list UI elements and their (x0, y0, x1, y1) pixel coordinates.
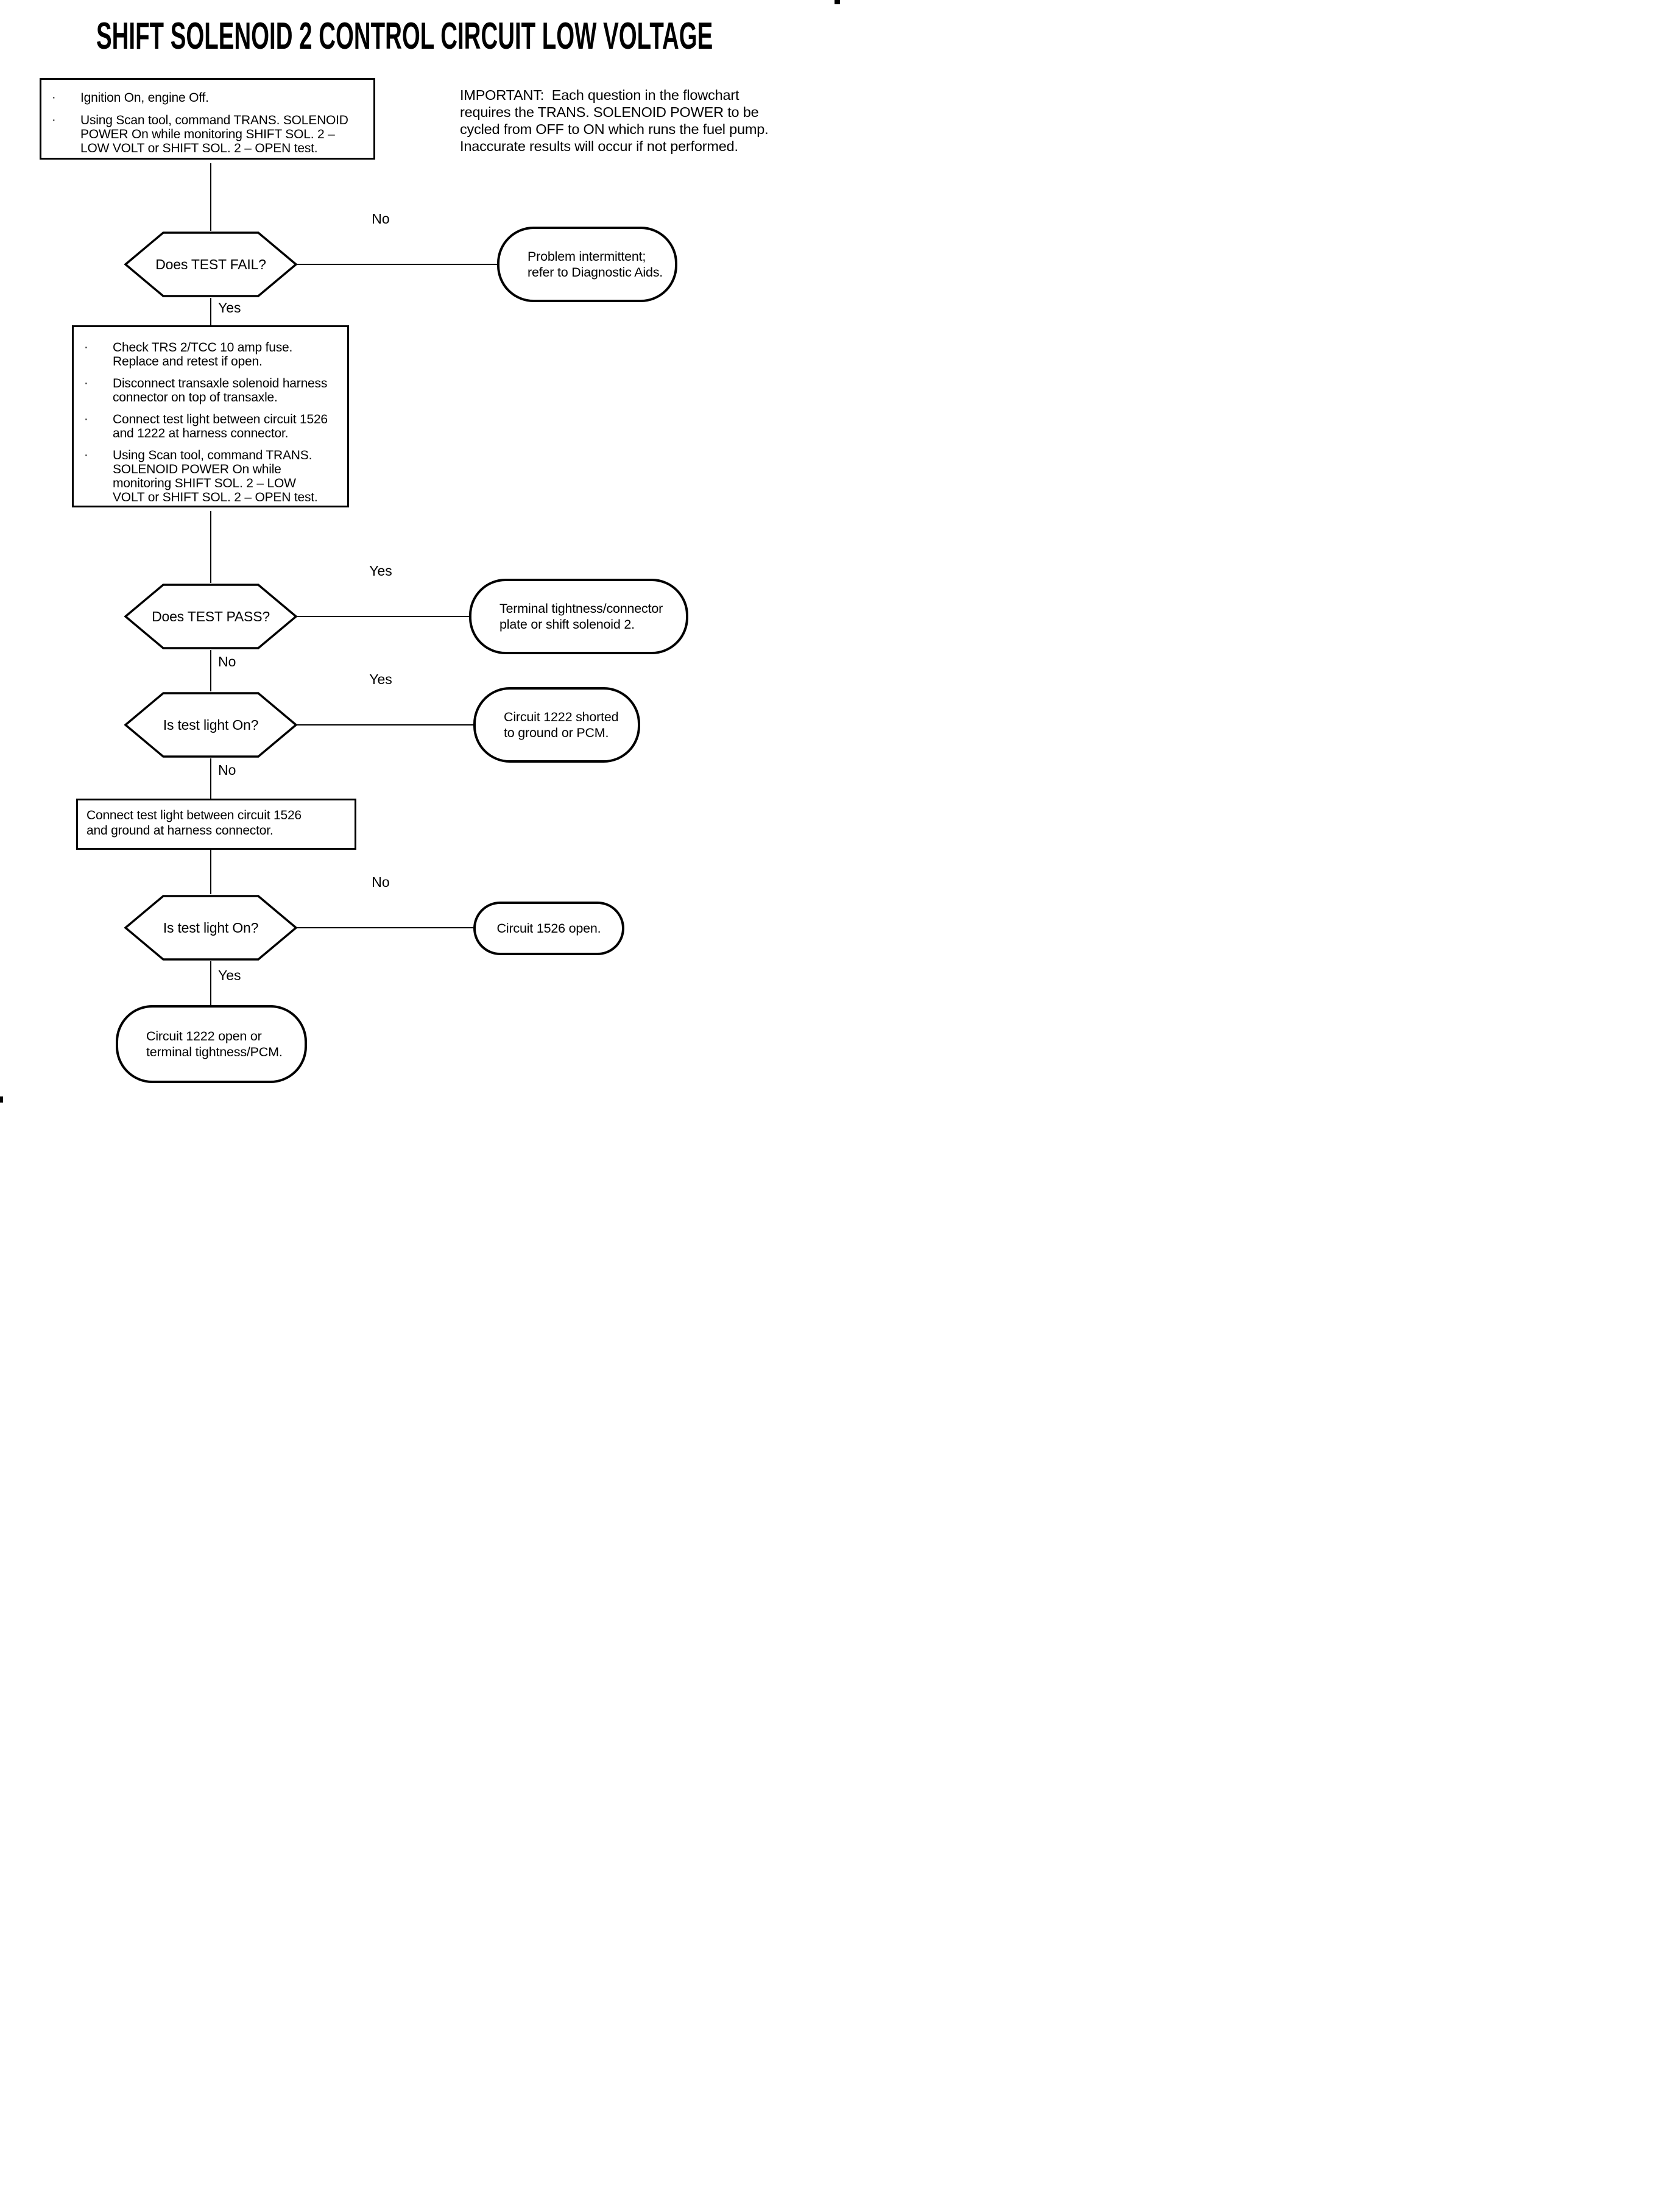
instruction-text: Using Scan tool, command TRANS. SOLENOID… (80, 113, 348, 155)
connector-test-pass-to-test-light-1 (210, 650, 211, 691)
bullet-icon: · (84, 341, 88, 354)
connector-test-fail-no (297, 264, 497, 265)
instruction-text: Disconnect transaxle solenoid harness co… (113, 376, 328, 404)
connector-test-pass-yes (297, 616, 469, 617)
action-steps-box: · Check TRS 2/TCC 10 amp fuse. Replace a… (72, 325, 349, 507)
decision-test-fail: Does TEST FAIL? (124, 231, 297, 298)
terminal-terminal-tightness: Terminal tightness/connector plate or sh… (469, 579, 688, 654)
instruction-text: Using Scan tool, command TRANS. SOLENOID… (113, 448, 318, 504)
edge-label-test-pass-no: No (218, 654, 236, 669)
connector-connect-box-to-test-light-2 (210, 850, 211, 894)
flowchart-page: SHIFT SOLENOID 2 CONTROL CIRCUIT LOW VOL… (0, 0, 840, 1105)
instruction-text: Check TRS 2/TCC 10 amp fuse. Replace and… (113, 341, 293, 369)
terminal-circuit-1222-shorted: Circuit 1222 shorted to ground or PCM. (473, 687, 640, 763)
decision-label: Is test light On? (163, 919, 259, 936)
terminal-circuit-1222-open: Circuit 1222 open or terminal tightness/… (116, 1005, 307, 1083)
instruction-item: · Ignition On, engine Off. (41, 91, 373, 105)
instruction-item: · Using Scan tool, command TRANS. SOLENO… (41, 113, 373, 155)
start-instructions-box: · Ignition On, engine Off. · Using Scan … (40, 78, 375, 160)
page-title: SHIFT SOLENOID 2 CONTROL CIRCUIT LOW VOL… (96, 15, 713, 57)
connector-test-light-2-to-final (210, 961, 211, 1005)
instruction-text: Connect test light between circuit 1526 … (113, 412, 328, 440)
instruction-item: · Check TRS 2/TCC 10 amp fuse. Replace a… (74, 341, 347, 369)
instruction-text: Ignition On, engine Off. (80, 91, 209, 105)
decision-label: Does TEST PASS? (152, 608, 270, 624)
scan-artifact-top-right (835, 0, 840, 4)
terminal-circuit-1526-open: Circuit 1526 open. (473, 902, 624, 955)
connector-test-light-1-yes (297, 724, 473, 725)
connector-start-to-test-fail (210, 163, 211, 231)
instruction-item: · Disconnect transaxle solenoid harness … (74, 376, 347, 404)
connector-test-light-1-to-connect-box (210, 758, 211, 799)
bullet-icon: · (84, 376, 88, 390)
important-note: IMPORTANT: Each question in the flowchar… (460, 87, 769, 154)
hexagon-shape (124, 692, 297, 758)
decision-label: Is test light On? (163, 716, 259, 733)
decision-test-pass: Does TEST PASS? (124, 583, 297, 650)
decision-test-light-1: Is test light On? (124, 691, 297, 758)
edge-label-test-light-2-yes: Yes (218, 967, 241, 983)
decision-label: Does TEST FAIL? (155, 256, 266, 272)
bullet-icon: · (52, 113, 56, 127)
process-text: Connect test light between circuit 1526 … (86, 808, 302, 838)
terminal-text: Circuit 1526 open. (496, 921, 601, 936)
bullet-icon: · (84, 412, 88, 426)
scan-artifact-bottom-left (0, 1096, 3, 1103)
hexagon-shape (124, 895, 297, 961)
hexagon-shape (124, 584, 297, 649)
terminal-text: Problem intermittent; refer to Diagnosti… (528, 249, 663, 280)
terminal-text: Circuit 1222 open or terminal tightness/… (146, 1029, 283, 1059)
edge-label-test-light-2-no: No (372, 874, 390, 890)
connector-test-fail-to-action (210, 298, 211, 325)
instruction-item: · Connect test light between circuit 152… (74, 412, 347, 440)
hexagon-shape (124, 231, 297, 297)
edge-label-test-pass-yes: Yes (369, 563, 392, 579)
connect-test-light-box: Connect test light between circuit 1526 … (76, 799, 356, 850)
connector-action-to-test-pass (210, 511, 211, 583)
decision-test-light-2: Is test light On? (124, 894, 297, 961)
edge-label-test-light-1-yes: Yes (369, 671, 392, 687)
terminal-text: Terminal tightness/connector plate or sh… (499, 601, 663, 632)
instruction-item: · Using Scan tool, command TRANS. SOLENO… (74, 448, 347, 504)
edge-label-test-fail-yes: Yes (218, 300, 241, 316)
connector-test-light-2-no (297, 927, 473, 928)
terminal-text: Circuit 1222 shorted to ground or PCM. (504, 710, 619, 740)
edge-label-test-light-1-no: No (218, 762, 236, 778)
bullet-icon: · (52, 91, 56, 104)
bullet-icon: · (84, 448, 88, 462)
terminal-problem-intermittent: Problem intermittent; refer to Diagnosti… (497, 227, 677, 302)
edge-label-test-fail-no: No (372, 211, 390, 227)
